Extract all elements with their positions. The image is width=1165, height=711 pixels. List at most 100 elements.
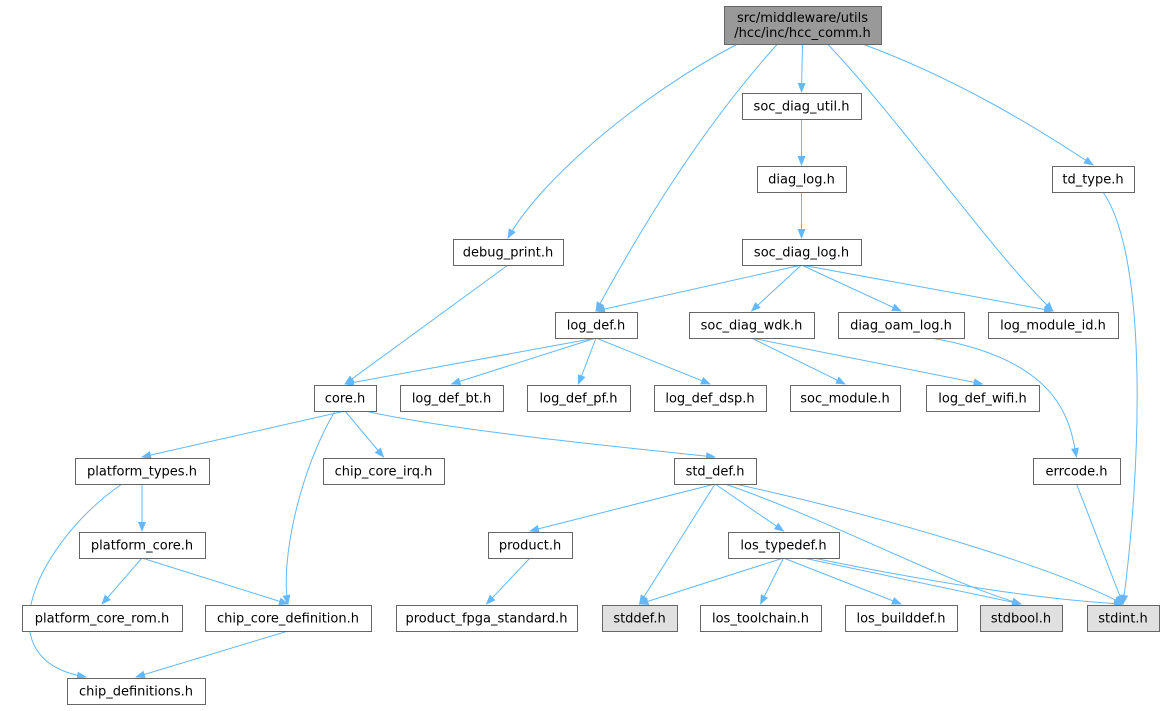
node-chip-definitions[interactable]: chip_definitions.h [67,678,206,705]
node-label: stdint.h [1098,612,1147,627]
edge-debug-print-to-core [344,264,509,385]
node-box [742,93,862,120]
node-label: los_builddef.h [856,612,945,627]
edge-los-typedef-to-los-builddef [783,557,902,605]
edges-layer [28,43,1138,680]
node-stddef[interactable]: stddef.h [602,605,678,632]
node-log-def[interactable]: log_def.h [555,312,638,339]
node-box [1033,458,1121,485]
node-box [555,312,638,339]
node-label: soc_diag_util.h [754,100,850,115]
node-platform-types[interactable]: platform_types.h [75,458,210,485]
node-box [674,458,757,485]
node-platform-core-rom[interactable]: platform_core_rom.h [22,605,183,632]
nodes-layer: src/middleware/utils/hcc/inc/hcc_comm.hs… [22,6,1160,705]
edge-std-def-to-stdint [734,483,1124,605]
edge-root-to-soc-diag-util [797,43,806,93]
node-label: platform_types.h [87,465,197,480]
node-label: chip_definitions.h [79,685,193,700]
node-label: log_def_dsp.h [665,392,754,407]
node-box [1087,605,1160,632]
node-product-fpga-standard[interactable]: product_fpga_standard.h [396,605,578,632]
edge-platform-core-to-platform-core-rom [101,557,143,605]
node-debug-print[interactable]: debug_print.h [453,239,564,266]
edge-std-def-to-los-typedef [714,483,785,532]
node-box [700,605,822,632]
node-label: log_def_pf.h [540,392,618,407]
node-box [654,385,767,412]
node-box [742,239,862,266]
node-log-module-id[interactable]: log_module_id.h [988,312,1119,339]
node-box [790,385,901,412]
node-label: platform_core_rom.h [35,612,169,627]
node-stdint[interactable]: stdint.h [1087,605,1160,632]
node-label: errcode.h [1046,465,1108,480]
node-label: td_type.h [1062,173,1123,188]
node-chip-core-irq[interactable]: chip_core_irq.h [323,458,445,485]
node-label: los_toolchain.h [712,612,809,627]
node-box [757,166,847,193]
node-log-def-dsp[interactable]: log_def_dsp.h [654,385,767,412]
edge-log-def-to-log-def-bt [450,337,597,386]
node-los-builddef[interactable]: los_builddef.h [845,605,958,632]
node-label: log_def_bt.h [412,392,491,407]
node-box [396,605,578,632]
node-log-def-pf[interactable]: log_def_pf.h [527,385,631,412]
node-chip-core-definition[interactable]: chip_core_definition.h [205,605,372,632]
node-platform-core[interactable]: platform_core.h [79,532,206,559]
node-product[interactable]: product.h [488,532,573,559]
edge-los-typedef-to-stdint [813,557,1124,608]
edge-soc-diag-log-to-diag-oam-log [801,264,902,312]
edge-los-typedef-to-stdbool [803,557,1022,607]
edge-log-def-to-log-def-dsp [595,337,711,385]
node-soc-diag-log[interactable]: soc_diag_log.h [742,239,862,266]
node-label: std_def.h [686,465,745,480]
node-root[interactable]: src/middleware/utils/hcc/inc/hcc_comm.h [724,6,882,45]
edge-core-to-chip-core-definition [282,410,336,605]
node-box [728,532,840,559]
node-box [838,312,965,339]
node-box [602,605,678,632]
node-box [980,605,1063,632]
node-los-typedef[interactable]: los_typedef.h [728,532,840,559]
edge-log-def-to-log-def-pf [577,337,597,385]
node-label: soc_diag_log.h [754,246,849,261]
edge-core-to-chip-core-irq [344,410,385,458]
node-box [323,458,445,485]
node-los-toolchain[interactable]: los_toolchain.h [700,605,822,632]
node-label: core.h [325,392,366,407]
node-diag-log[interactable]: diag_log.h [757,166,847,193]
node-td-type[interactable]: td_type.h [1052,166,1135,193]
edge-soc-diag-wdk-to-soc-module [751,337,846,385]
node-box [453,239,564,266]
node-box [845,605,958,632]
node-stdbool[interactable]: stdbool.h [980,605,1063,632]
node-errcode[interactable]: errcode.h [1033,458,1121,485]
edge-soc-diag-log-to-soc-diag-wdk [750,264,802,312]
edge-diag-oam-log-to-errcode [930,337,1079,458]
node-std-def[interactable]: std_def.h [674,458,757,485]
node-soc-diag-wdk[interactable]: soc_diag_wdk.h [689,312,815,339]
node-diag-oam-log[interactable]: diag_oam_log.h [838,312,965,339]
edge-root-to-debug-print [507,43,738,239]
node-soc-module[interactable]: soc_module.h [790,385,901,412]
edge-std-def-to-stddef [638,483,716,605]
node-label: product_fpga_standard.h [405,612,567,627]
edge-errcode-to-stdint [1076,483,1124,605]
edge-los-typedef-to-los-toolchain [760,557,784,605]
node-log-def-bt[interactable]: log_def_bt.h [400,385,504,412]
edge-root-to-log-module-id [827,43,1054,312]
edge-product-to-product-fpga-standard [485,557,531,605]
node-box [75,458,210,485]
node-box [400,385,504,412]
edge-std-def-to-stdbool [724,483,1022,606]
node-soc-diag-util[interactable]: soc_diag_util.h [742,93,862,120]
edge-log-def-to-core [344,337,597,387]
node-label: debug_print.h [463,246,553,261]
node-core[interactable]: core.h [314,385,377,412]
node-label: log_def_wifi.h [938,392,1026,407]
node-label: /hcc/inc/hcc_comm.h [734,26,871,41]
edge-los-typedef-to-stddef [638,557,784,606]
node-log-def-wifi[interactable]: log_def_wifi.h [926,385,1040,412]
